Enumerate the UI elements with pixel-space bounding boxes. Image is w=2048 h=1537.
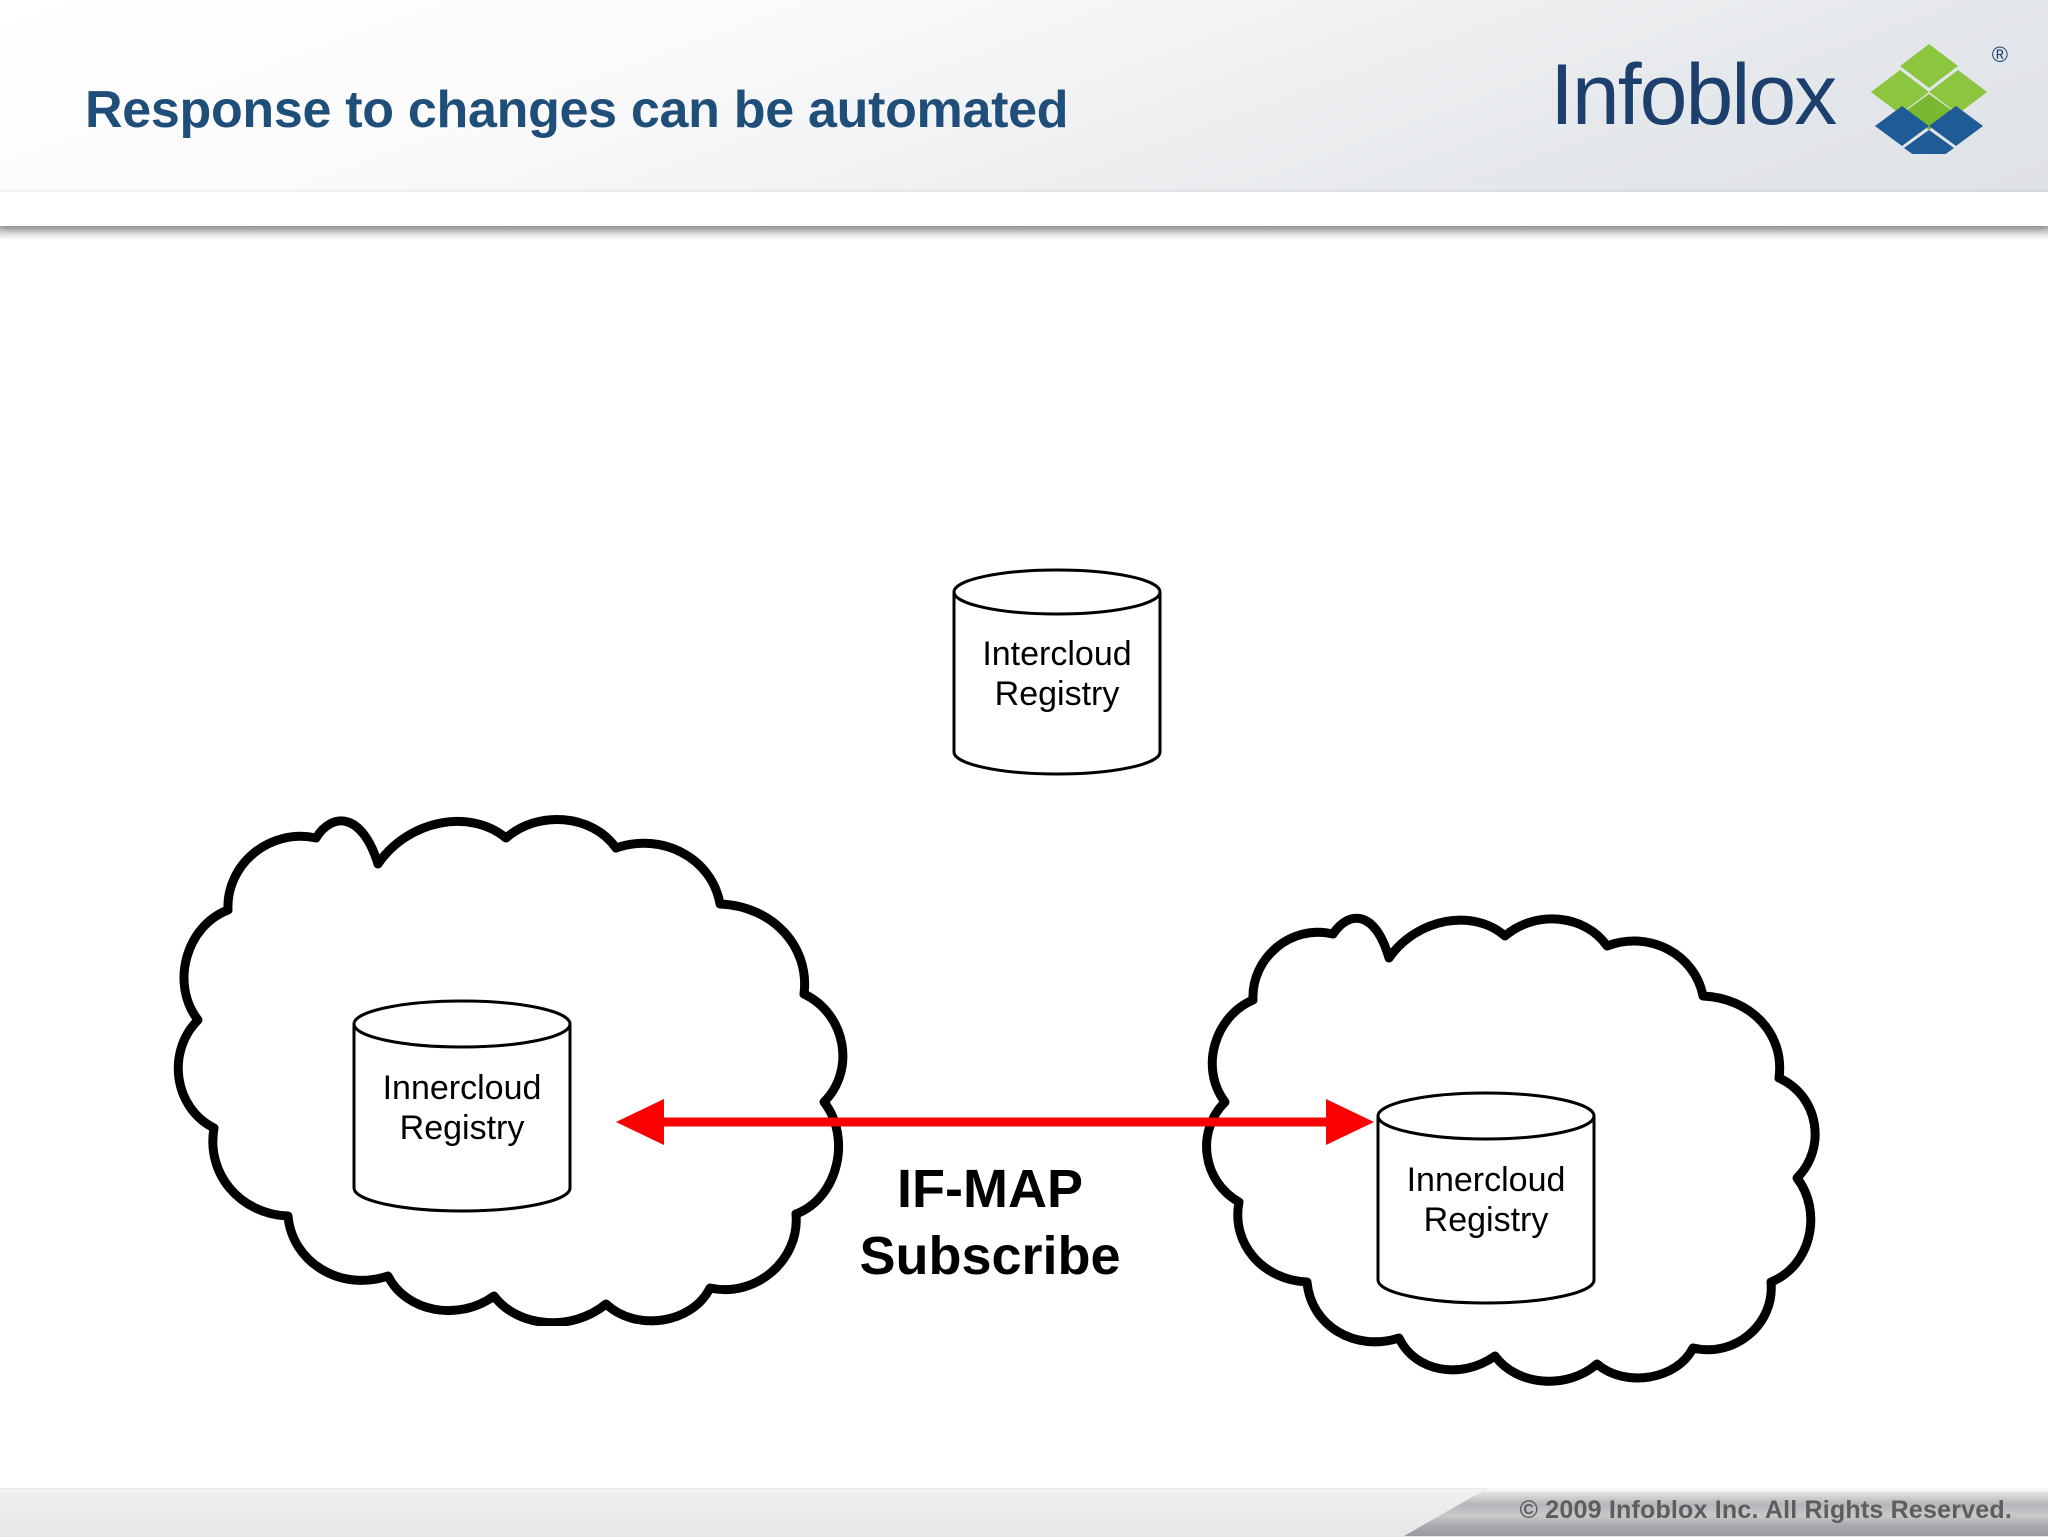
node-label-line2: Registry xyxy=(994,675,1120,714)
slide-footer: © 2009 Infoblox Inc. All Rights Reserved… xyxy=(0,1488,2048,1537)
node-label: Innercloud Registry xyxy=(348,1068,576,1148)
node-label-line2: Registry xyxy=(399,1109,525,1148)
connector-ifmap-subscribe-arrow xyxy=(616,1099,1374,1145)
diagram-canvas: Intercloud Registry Innercloud Registry xyxy=(0,226,2048,1488)
infoblox-diamond-icon xyxy=(1871,44,1987,154)
node-intercloud-registry: Intercloud Registry xyxy=(948,566,1166,778)
footer-copyright: © 2009 Infoblox Inc. All Rights Reserved… xyxy=(1519,1496,2012,1524)
connector-label-line1: IF-MAP xyxy=(897,1159,1083,1219)
node-label-line1: Innercloud xyxy=(382,1069,542,1107)
arrowhead-right-icon xyxy=(1326,1099,1374,1145)
node-innercloud-registry-right: Innercloud Registry xyxy=(1372,1088,1600,1308)
node-label: Intercloud Registry xyxy=(948,634,1166,714)
node-label-line1: Intercloud xyxy=(982,635,1132,673)
cylinder-icon xyxy=(1376,1091,1596,1305)
page-title: Response to changes can be automated xyxy=(85,81,1069,139)
connector-label: IF-MAP Subscribe xyxy=(760,1156,1220,1290)
brand-logo: Infoblox ® xyxy=(1550,28,2010,158)
arrowhead-left-icon xyxy=(616,1099,664,1145)
cylinder-icon xyxy=(952,568,1162,776)
node-label: Innercloud Registry xyxy=(1372,1160,1600,1240)
connector-label-line2: Subscribe xyxy=(859,1225,1121,1286)
footer-banner-shape xyxy=(1404,1488,2048,1536)
node-label-line1: Innercloud xyxy=(1406,1161,1566,1199)
header-accent-bar xyxy=(0,192,2048,240)
brand-wordmark: Infoblox xyxy=(1550,47,1837,143)
slide-header: Response to changes can be automated Inf… xyxy=(0,0,2048,192)
registered-trademark-icon: ® xyxy=(1991,42,2008,67)
cloud-right xyxy=(1202,913,1820,1386)
cylinder-icon xyxy=(352,999,572,1213)
node-label-line2: Registry xyxy=(1423,1201,1549,1240)
node-innercloud-registry-left: Innercloud Registry xyxy=(348,996,576,1216)
cloud-left xyxy=(173,815,848,1326)
